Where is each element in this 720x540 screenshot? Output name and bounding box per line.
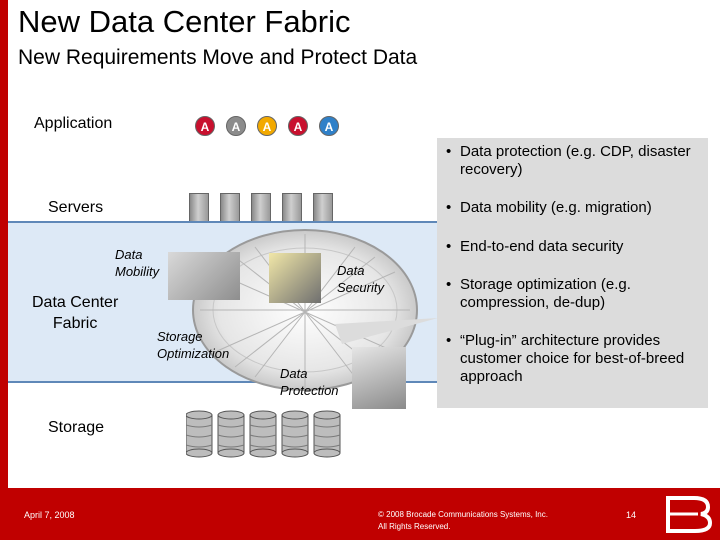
footer-copyright-line2: All Rights Reserved. [378,522,451,531]
requirement-bullet: Storage optimization (e.g. compression, … [446,276,708,312]
storage-optimization-line2: Optimization [157,346,230,361]
fabric-label-line2: Fabric [52,315,98,332]
storage-label: Storage [48,419,105,436]
slide-title: New Data Center Fabric [18,4,351,39]
page-number: 14 [626,510,637,520]
requirement-bullet: End-to-end data security [446,238,708,256]
protection-photo [352,347,406,409]
application-badges: A A A A A [195,116,345,138]
app-badge-icon: A [288,116,308,136]
footer-copyright: © 2008 Brocade Communications Systems, I… [378,509,568,533]
app-badge-icon: A [319,116,339,136]
storage-disks [186,410,341,458]
data-mobility-label: Data Mobility [115,246,159,280]
requirement-bullet: “Plug-in” architecture provides customer… [446,332,708,386]
app-badge-icon: A [226,116,246,136]
data-security-line2: Security [337,280,384,295]
storage-optimization-label: Storage Optimization [157,328,229,362]
data-security-label: Data Security [337,262,384,296]
requirement-bullet: Data mobility (e.g. migration) [446,199,708,217]
footer-date: April 7, 2008 [24,510,75,520]
mobility-photo [168,252,240,300]
requirement-bullet: Data protection (e.g. CDP, disaster reco… [446,143,708,179]
footer-bar [0,488,720,540]
data-protection-line1: Data [280,366,308,381]
fabric-label-line1: Data Center [32,294,119,311]
left-accent-bar [0,0,8,488]
storage-optimization-line1: Storage [157,329,203,344]
footer-copyright-line1: © 2008 Brocade Communications Systems, I… [378,510,548,519]
app-badge-icon: A [257,116,277,136]
fabric-label: Data Center Fabric [32,292,118,334]
requirements-list: Data protection (e.g. CDP, disaster reco… [446,143,708,386]
data-mobility-line1: Data [115,247,143,262]
data-security-line1: Data [337,263,365,278]
app-badge-icon: A [195,116,215,136]
data-mobility-line2: Mobility [115,264,160,279]
security-photo [269,253,321,303]
brocade-logo-icon [666,496,713,533]
servers-label: Servers [48,199,104,216]
data-protection-label: Data Protection [280,365,339,399]
data-protection-line2: Protection [280,383,339,398]
application-label: Application [34,115,113,132]
slide-subtitle: New Requirements Move and Protect Data [18,46,418,69]
